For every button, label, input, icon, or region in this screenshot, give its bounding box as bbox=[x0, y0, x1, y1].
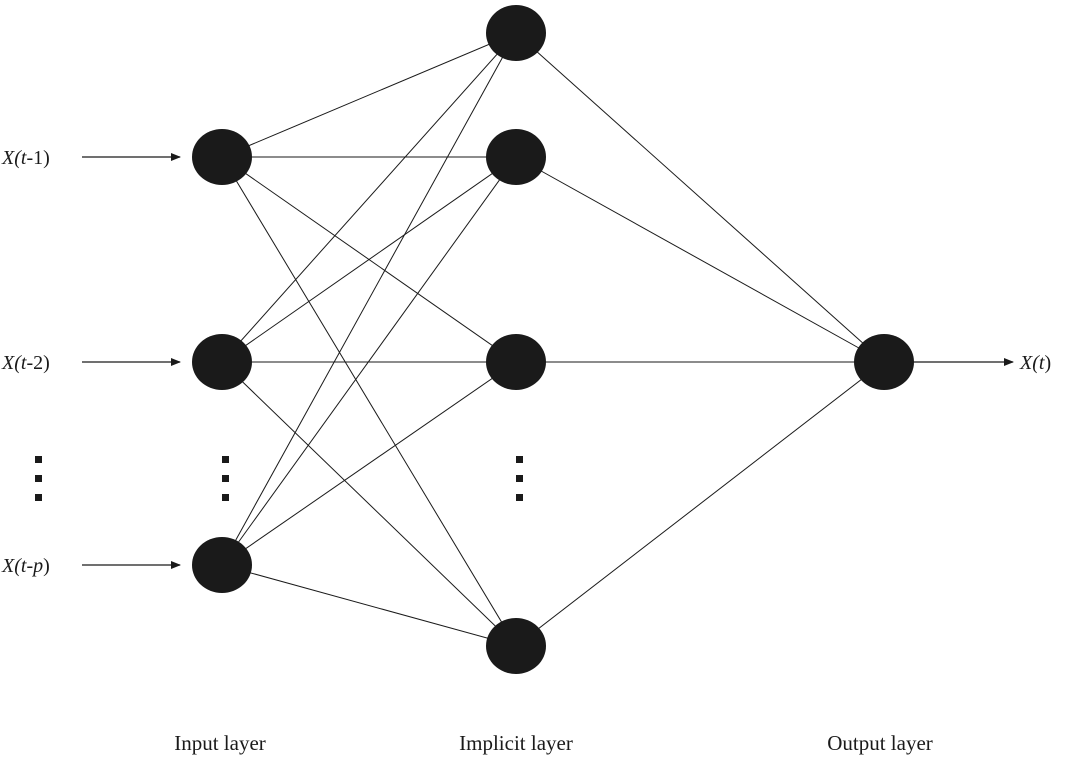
input-layer-nodes bbox=[192, 129, 252, 593]
hidden-layer-label: Implicit layer bbox=[459, 731, 573, 755]
ellipsis-hidden bbox=[516, 456, 523, 501]
input-node-p bbox=[192, 537, 252, 593]
edge-h4-out bbox=[515, 361, 885, 647]
hidden-node-2 bbox=[486, 129, 546, 185]
edge-in2-h2 bbox=[221, 156, 517, 363]
hidden-node-1 bbox=[486, 5, 546, 61]
edge-h1-out bbox=[515, 32, 885, 363]
edge-inp-h2 bbox=[221, 156, 517, 566]
edge-in2-h4 bbox=[221, 361, 517, 647]
hidden-node-3 bbox=[486, 334, 546, 390]
input-layer-label: Input layer bbox=[174, 731, 266, 755]
output-layer-label: Output layer bbox=[827, 731, 933, 755]
input-node-2 bbox=[192, 334, 252, 390]
ellipsis-input bbox=[222, 456, 229, 501]
input-label-p: X(t-p) bbox=[1, 555, 50, 577]
edge-inp-h4 bbox=[221, 564, 517, 647]
edge-inp-h3 bbox=[221, 361, 517, 566]
hidden-output-connections bbox=[515, 32, 885, 647]
edge-in1-h1 bbox=[221, 32, 517, 158]
input-node-1 bbox=[192, 129, 252, 185]
ellipsis-left bbox=[35, 456, 42, 501]
edge-h2-out bbox=[515, 156, 885, 363]
input-arrows bbox=[82, 153, 181, 569]
edge-in2-h1 bbox=[221, 32, 517, 363]
input-label-1: X(t-1) bbox=[1, 147, 50, 169]
edge-in1-h4 bbox=[221, 156, 517, 647]
edge-inp-h1 bbox=[221, 32, 517, 566]
hidden-layer-nodes bbox=[486, 5, 546, 674]
hidden-node-4 bbox=[486, 618, 546, 674]
input-label-2: X(t-2) bbox=[1, 352, 50, 374]
output-label: X(t) bbox=[1019, 352, 1051, 374]
input-hidden-connections bbox=[221, 32, 517, 647]
output-node bbox=[854, 334, 914, 390]
